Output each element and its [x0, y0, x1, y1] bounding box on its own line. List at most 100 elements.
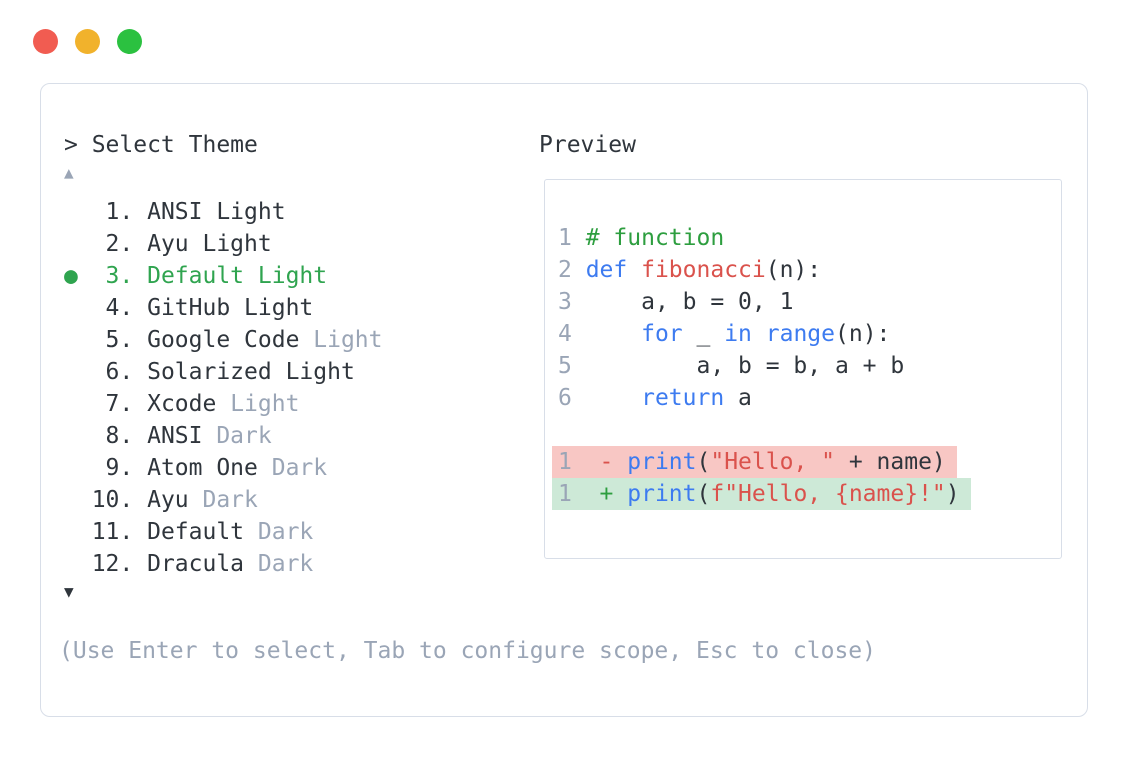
theme-picker-dialog: > Select Theme Preview ▲ 1. ANSI Light 2…	[40, 83, 1088, 717]
code-token: return	[641, 385, 725, 411]
theme-option-6[interactable]: 6. Solarized Light	[64, 356, 383, 388]
code-token: for	[641, 321, 683, 347]
code-line: 6 return a	[558, 382, 1061, 414]
theme-variant: Dark	[202, 423, 272, 449]
theme-variant: Dark	[257, 455, 328, 481]
code-token: a, b = 0, 1	[585, 289, 794, 315]
scroll-up-icon[interactable]: ▲	[64, 163, 74, 182]
code-token: # function	[585, 225, 725, 251]
code-token: -	[585, 449, 628, 475]
code-token: (	[696, 481, 711, 507]
code-token	[586, 321, 641, 347]
theme-number: 1.	[91, 199, 148, 225]
theme-name: Default Light	[147, 263, 328, 289]
line-number: 2	[558, 257, 586, 283]
code-token: (	[696, 449, 711, 475]
code-token	[752, 321, 766, 347]
theme-number: 8.	[91, 423, 148, 449]
code-token: + name)	[834, 449, 946, 475]
bullet-spacer	[64, 423, 92, 449]
theme-option-11[interactable]: 11. Default Dark	[64, 516, 383, 548]
line-number: 3	[558, 289, 586, 315]
theme-option-5[interactable]: 5. Google Code Light	[64, 324, 383, 356]
theme-option-3[interactable]: ● 3. Default Light	[64, 260, 383, 292]
diff-band: 1 - print("Hello, " + name)	[552, 446, 957, 478]
theme-name: ANSI	[147, 423, 203, 449]
code-token: in	[724, 321, 752, 347]
diff-band: 1 + print(f"Hello, {name}!")	[552, 478, 971, 510]
line-number: 1	[558, 481, 586, 507]
code-token: print	[627, 449, 697, 475]
scroll-down-icon[interactable]: ▼	[64, 582, 74, 601]
theme-number: 3.	[91, 263, 148, 289]
line-number: 5	[558, 353, 586, 379]
preview-label: Preview	[539, 132, 636, 158]
theme-number: 5.	[91, 327, 148, 353]
theme-name: Ayu Light	[147, 231, 272, 257]
code-token: _	[682, 321, 725, 347]
theme-list: 1. ANSI Light 2. Ayu Light● 3. Default L…	[64, 196, 383, 580]
selected-bullet-icon: ●	[64, 263, 92, 289]
code-token	[627, 257, 641, 283]
theme-option-9[interactable]: 9. Atom One Dark	[64, 452, 383, 484]
blank-line	[558, 414, 1061, 446]
theme-name: Dracula	[147, 551, 245, 577]
theme-name: Solarized Light	[147, 359, 355, 385]
diff-line: 1 - print("Hello, " + name)	[552, 446, 1061, 478]
theme-variant: Light	[216, 391, 300, 417]
code-token: "Hello, "	[710, 449, 835, 475]
code-token: +	[585, 481, 628, 507]
code-token: a, b = b, a + b	[585, 353, 905, 379]
line-number: 6	[558, 385, 586, 411]
theme-name: ANSI Light	[147, 199, 286, 225]
theme-option-2[interactable]: 2. Ayu Light	[64, 228, 383, 260]
bullet-spacer	[64, 519, 92, 545]
theme-number: 11.	[91, 519, 148, 545]
theme-option-4[interactable]: 4. GitHub Light	[64, 292, 383, 324]
theme-name: GitHub Light	[147, 295, 314, 321]
bullet-spacer	[64, 487, 92, 513]
keyboard-hint: (Use Enter to select, Tab to configure s…	[59, 638, 876, 664]
theme-number: 2.	[91, 231, 148, 257]
close-icon[interactable]	[33, 29, 58, 54]
theme-option-10[interactable]: 10. Ayu Dark	[64, 484, 383, 516]
bullet-spacer	[64, 359, 92, 385]
bullet-spacer	[64, 551, 92, 577]
code-line: 4 for _ in range(n):	[558, 318, 1061, 350]
minimize-icon[interactable]	[75, 29, 100, 54]
code-token: print	[627, 481, 697, 507]
theme-number: 7.	[91, 391, 148, 417]
bullet-spacer	[64, 391, 92, 417]
code-token: (n):	[765, 257, 822, 283]
code-line: 2 def fibonacci(n):	[558, 254, 1061, 286]
theme-name: Ayu	[147, 487, 189, 513]
theme-option-1[interactable]: 1. ANSI Light	[64, 196, 383, 228]
theme-option-12[interactable]: 12. Dracula Dark	[64, 548, 383, 580]
code-line: 3 a, b = 0, 1	[558, 286, 1061, 318]
theme-variant: Dark	[188, 487, 258, 513]
theme-option-8[interactable]: 8. ANSI Dark	[64, 420, 383, 452]
line-number: 1	[558, 449, 586, 475]
code-token: def	[585, 257, 628, 283]
bullet-spacer	[64, 327, 92, 353]
theme-option-7[interactable]: 7. Xcode Light	[64, 388, 383, 420]
theme-number: 9.	[91, 455, 148, 481]
code-token: a	[724, 385, 752, 411]
theme-variant: Light	[299, 327, 383, 353]
code-token: range	[765, 321, 835, 347]
zoom-icon[interactable]	[117, 29, 142, 54]
window-controls	[33, 29, 142, 54]
line-number: 1	[558, 225, 586, 251]
line-number: 4	[558, 321, 586, 347]
code-line: 5 a, b = b, a + b	[558, 350, 1061, 382]
select-theme-prompt: > Select Theme	[64, 132, 258, 158]
theme-number: 12.	[91, 551, 148, 577]
bullet-spacer	[64, 199, 92, 225]
code-token: (n):	[835, 321, 891, 347]
code-token: fibonacci	[641, 257, 766, 283]
bullet-spacer	[64, 231, 92, 257]
theme-number: 6.	[91, 359, 148, 385]
code-token: )	[945, 481, 960, 507]
bullet-spacer	[64, 295, 92, 321]
